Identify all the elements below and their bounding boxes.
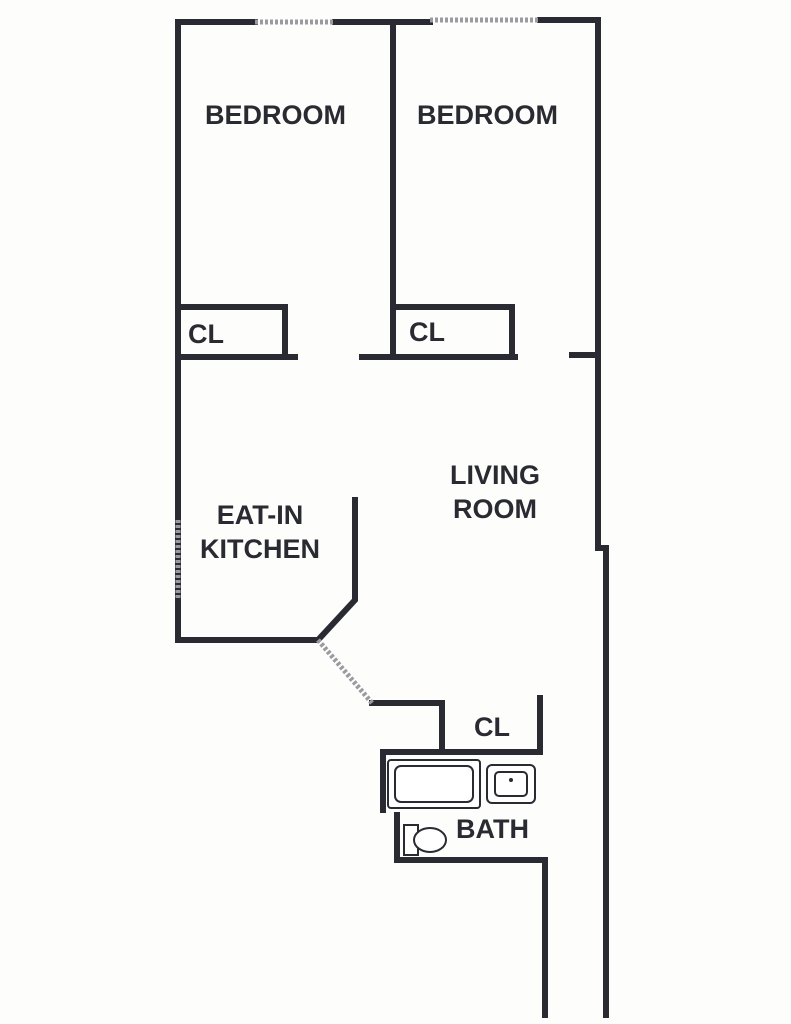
bedroom-2-label: BEDROOM (417, 100, 558, 130)
living-room-line1: LIVING (449, 460, 540, 490)
kitchen-line1: EAT-IN (216, 500, 304, 530)
bathtub (387, 759, 481, 809)
eat-in-kitchen-label: EAT-IN KITCHEN (190, 498, 330, 566)
kitchen-line2: KITCHEN (200, 534, 320, 564)
closet-2-label: CL (409, 317, 445, 347)
windows (175, 17, 540, 705)
sink (486, 764, 536, 804)
walls (175, 17, 609, 1018)
living-room-line2: ROOM (453, 494, 537, 524)
bedroom-1-label: BEDROOM (205, 100, 346, 130)
closet-1-label: CL (188, 319, 224, 349)
closet-3-label: CL (474, 712, 510, 742)
bath-label: BATH (456, 814, 529, 844)
toilet (403, 824, 447, 856)
living-room-label: LIVING ROOM (440, 458, 550, 526)
